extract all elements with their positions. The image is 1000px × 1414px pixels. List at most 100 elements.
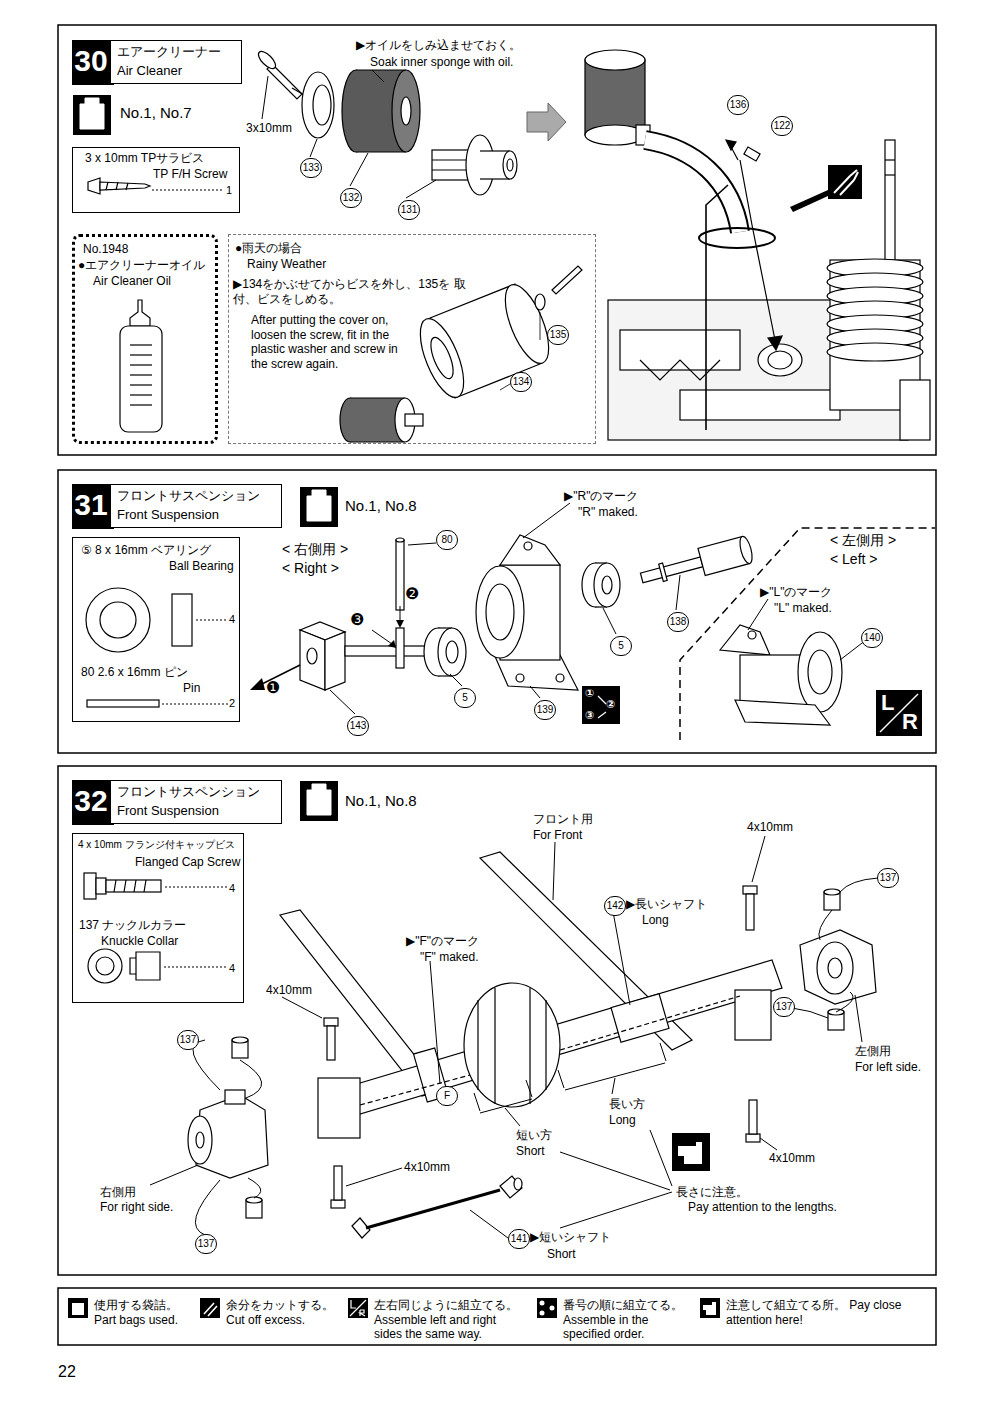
rainy-cover — [535, 294, 545, 310]
label-text: ▶"R"のマーク — [564, 489, 638, 504]
label-text: ▶短いシャフト — [530, 1230, 611, 1245]
leader-line — [240, 1060, 262, 1098]
label-text: Soak inner sponge with oil. — [370, 55, 513, 70]
node-text: ●雨天の場合 — [235, 241, 302, 256]
front-axle-assembly — [331, 1200, 345, 1208]
label-text: For Front — [533, 828, 582, 843]
leader-line — [748, 599, 768, 630]
front-hub-parts — [438, 628, 466, 676]
node-text: 1 — [226, 184, 232, 197]
label-text: No.1, No.8 — [345, 497, 417, 515]
engine-illustration — [620, 330, 740, 370]
leader-line — [760, 1138, 777, 1150]
node-text: 4 — [229, 882, 235, 895]
node-text: After putting the cover on, loosen the s… — [251, 313, 401, 372]
leader-line — [346, 1168, 402, 1186]
parts-sketch — [116, 182, 118, 190]
node-text: Air Cleaner Oil — [93, 274, 171, 289]
panel-frame — [58, 1288, 936, 1345]
parts-box: 3 x 10mm TPサラビスTP F/H Screw1 — [72, 147, 240, 213]
front-axle-assembly — [746, 1134, 760, 1142]
parts-sketch — [96, 878, 106, 894]
leader-line — [612, 906, 630, 1005]
legend-icon — [540, 1311, 545, 1316]
arrow-head — [388, 640, 396, 648]
front-axle-assembly — [196, 1132, 204, 1148]
front-hub-parts — [516, 674, 524, 682]
air-cleaner-parts — [401, 97, 411, 125]
parts-sketch — [88, 949, 122, 983]
label-text: Long — [609, 1113, 636, 1128]
front-hub-parts — [446, 641, 458, 663]
front-axle-assembly — [366, 1190, 500, 1228]
node-text: Front Suspension — [117, 507, 219, 523]
legend-icon — [348, 1298, 368, 1318]
parts-sketch — [88, 178, 100, 194]
step-number: 30 — [72, 40, 114, 85]
front-axle-assembly — [188, 1116, 212, 1164]
leader-line — [558, 1070, 564, 1088]
panel-frame — [58, 766, 936, 1275]
front-axle-assembly — [749, 1100, 757, 1134]
leader-line — [282, 997, 322, 1018]
label-text: ③ — [585, 709, 594, 722]
callout-number: 140 — [861, 628, 883, 648]
leader-line — [408, 543, 436, 545]
legend-icon — [204, 1303, 217, 1316]
label-text: < Left > — [830, 551, 877, 568]
label-text: < 右側用 > — [282, 541, 348, 558]
callout-number: 138 — [667, 612, 689, 632]
node-text: Pin — [183, 681, 200, 696]
oil-bottle — [130, 404, 152, 405]
label-text: ▶長いシャフト — [626, 897, 707, 912]
air-cleaner-parts — [392, 70, 420, 152]
callout-number: 139 — [534, 700, 556, 720]
leader-line — [474, 1093, 480, 1111]
engine-illustration — [706, 185, 728, 430]
leader-line — [840, 878, 878, 892]
oil-box: No.1948●エアクリーナーオイルAir Cleaner Oil — [72, 234, 218, 444]
leader-line — [553, 842, 555, 900]
node-text: エアークリーナー — [117, 44, 221, 60]
label-text: 3x10mm — [246, 121, 292, 136]
front-axle-assembly — [478, 988, 546, 1104]
front-axle-assembly — [225, 1090, 245, 1104]
step-title: フロントサスペンションFront Suspension — [110, 484, 282, 528]
leader-line — [262, 76, 268, 119]
label-text: ▶"F"のマーク — [406, 934, 479, 949]
node-text: ●エアクリーナーオイル — [78, 258, 205, 273]
parts-sketch — [126, 183, 128, 190]
callout-number: 80 — [436, 530, 458, 550]
leader-line — [480, 1099, 532, 1113]
node-text: 3 x 10mm TPサラビス — [85, 151, 204, 166]
legend-icon — [540, 1301, 545, 1306]
air-cleaner-parts — [267, 64, 302, 99]
leader-line — [660, 1043, 666, 1061]
front-hub-parts — [500, 535, 560, 565]
panel-frame — [58, 25, 936, 1345]
arrow-head — [396, 620, 404, 628]
parts-sketch — [100, 182, 150, 190]
label-text: 22 — [58, 1362, 76, 1382]
leader-line — [752, 836, 765, 882]
leader-line — [836, 992, 853, 1012]
air-cleaner-parts — [356, 69, 406, 70]
step-number-text: 31 — [72, 484, 110, 526]
engine-illustration — [758, 344, 802, 376]
bag-icon — [80, 98, 104, 129]
order-icon — [582, 686, 620, 724]
engine-illustration — [699, 228, 775, 248]
callout-number: 136 — [727, 95, 749, 115]
leader-line — [350, 153, 368, 186]
leader-line — [505, 1108, 520, 1126]
air-cleaner-parts — [256, 49, 517, 195]
label-text: "F" maked. — [420, 950, 479, 965]
node-text: Knuckle Collar — [101, 934, 178, 949]
legend-icon — [703, 1302, 716, 1315]
leader-line — [195, 1180, 220, 1235]
front-hub-parts — [396, 540, 404, 610]
front-axle-assembly — [464, 983, 560, 1107]
front-axle-assembly — [735, 990, 771, 1040]
engine-illustration — [726, 140, 736, 150]
parts-sketch — [124, 880, 126, 892]
